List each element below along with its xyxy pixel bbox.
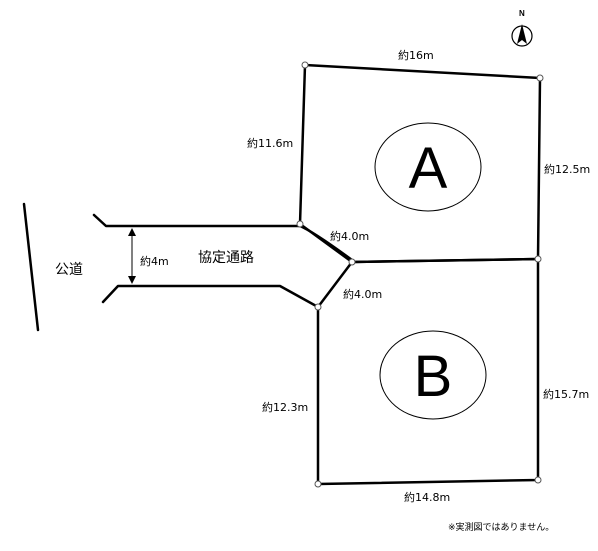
road-width-arrow <box>128 228 136 284</box>
private-road-lower-edge <box>101 284 320 309</box>
lot-a-left-dimension: 約11.6m <box>247 136 293 150</box>
disclaimer-note: ※実測図ではありません。 <box>448 521 554 533</box>
lot-a-top-dimension: 約16m <box>398 48 434 62</box>
north-arrow-icon: N <box>511 9 533 47</box>
private-road-label: 協定通路 <box>198 250 254 266</box>
lot-b-ellipse <box>379 330 487 420</box>
public-road-line <box>22 202 40 332</box>
north-label: N <box>519 9 525 18</box>
lot-b-corner-dimension: 約4.0m <box>343 287 382 301</box>
vertex-markers <box>296 61 544 488</box>
lot-b-bottom-dimension: 約14.8m <box>404 490 450 504</box>
lot-b-right-dimension: 約15.7m <box>543 387 589 401</box>
lot-a-letter: A <box>409 136 448 201</box>
public-road-label: 公道 <box>55 262 83 278</box>
lot-b-letter: B <box>414 344 453 409</box>
lot-b-boundary <box>316 257 540 486</box>
lot-a-corner-dimension: 約4.0m <box>330 229 369 243</box>
lot-a-right-dimension: 約12.5m <box>544 162 590 176</box>
lot-a-ellipse <box>374 122 482 212</box>
road-width-label: 約4m <box>140 254 169 268</box>
lot-b-left-dimension: 約12.3m <box>262 400 308 414</box>
